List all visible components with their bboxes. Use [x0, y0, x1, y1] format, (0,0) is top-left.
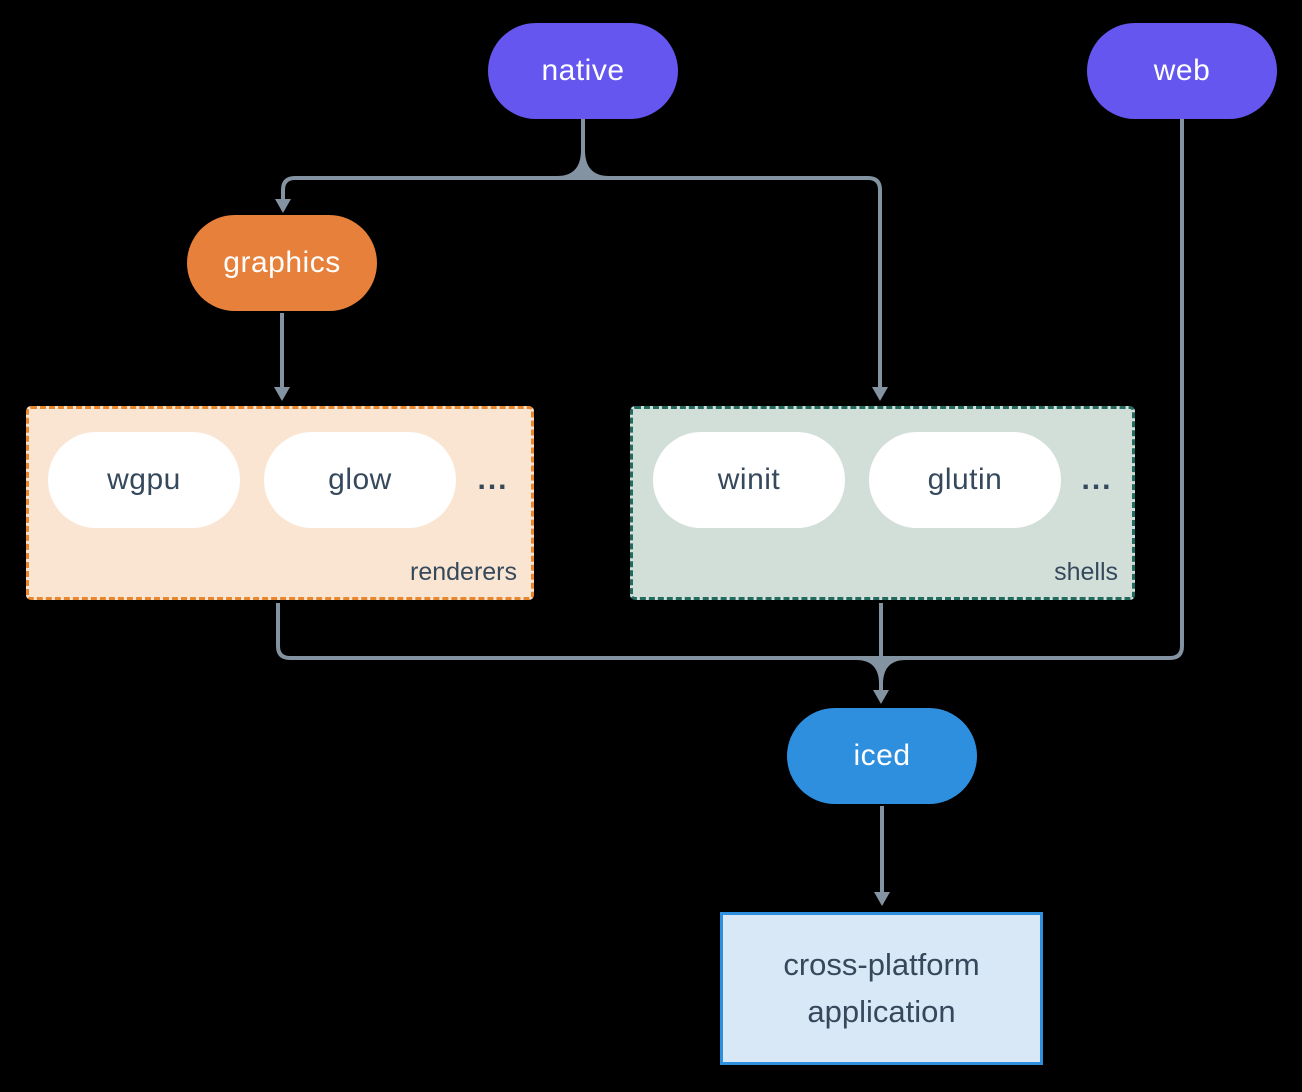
- arrowhead-into-iced: [873, 690, 889, 704]
- node-glutin: glutin: [869, 432, 1061, 528]
- node-graphics: graphics: [187, 215, 377, 311]
- node-glutin-label: glutin: [927, 463, 1003, 496]
- node-glow: glow: [264, 432, 456, 528]
- node-iced-label: iced: [853, 739, 911, 772]
- arrowhead-into-shells: [872, 387, 888, 401]
- node-iced: iced: [787, 708, 977, 804]
- renderers-group-label: renderers: [410, 558, 517, 586]
- edge-merge-junction: [851, 656, 911, 684]
- node-winit: winit: [653, 432, 845, 528]
- node-web: web: [1087, 23, 1277, 119]
- group-shells: winit glutin ... shells: [630, 406, 1135, 600]
- shells-group-label: shells: [1054, 558, 1118, 586]
- renderers-ellipsis: ...: [477, 463, 509, 496]
- edge-native-split-line: [281, 176, 882, 390]
- edge-renderers-merge-line: [276, 603, 855, 660]
- shells-ellipsis: ...: [1081, 463, 1113, 496]
- node-native: native: [488, 23, 678, 119]
- node-winit-label: winit: [717, 463, 781, 496]
- group-renderers: wgpu glow ... renderers: [26, 406, 534, 600]
- node-native-label: native: [541, 54, 625, 87]
- edge-web-merge-line: [907, 119, 1184, 660]
- node-application: cross-platform application: [720, 912, 1043, 1065]
- node-web-label: web: [1153, 54, 1211, 87]
- node-wgpu: wgpu: [48, 432, 240, 528]
- node-graphics-label: graphics: [223, 246, 341, 279]
- arrowhead-into-application: [874, 892, 890, 906]
- node-wgpu-label: wgpu: [107, 463, 181, 496]
- arrowhead-into-graphics: [275, 199, 291, 213]
- arrowhead-into-renderers: [274, 387, 290, 401]
- node-glow-label: glow: [328, 463, 392, 496]
- node-application-label: cross-platform application: [783, 947, 980, 1029]
- edge-native-junction: [557, 119, 609, 180]
